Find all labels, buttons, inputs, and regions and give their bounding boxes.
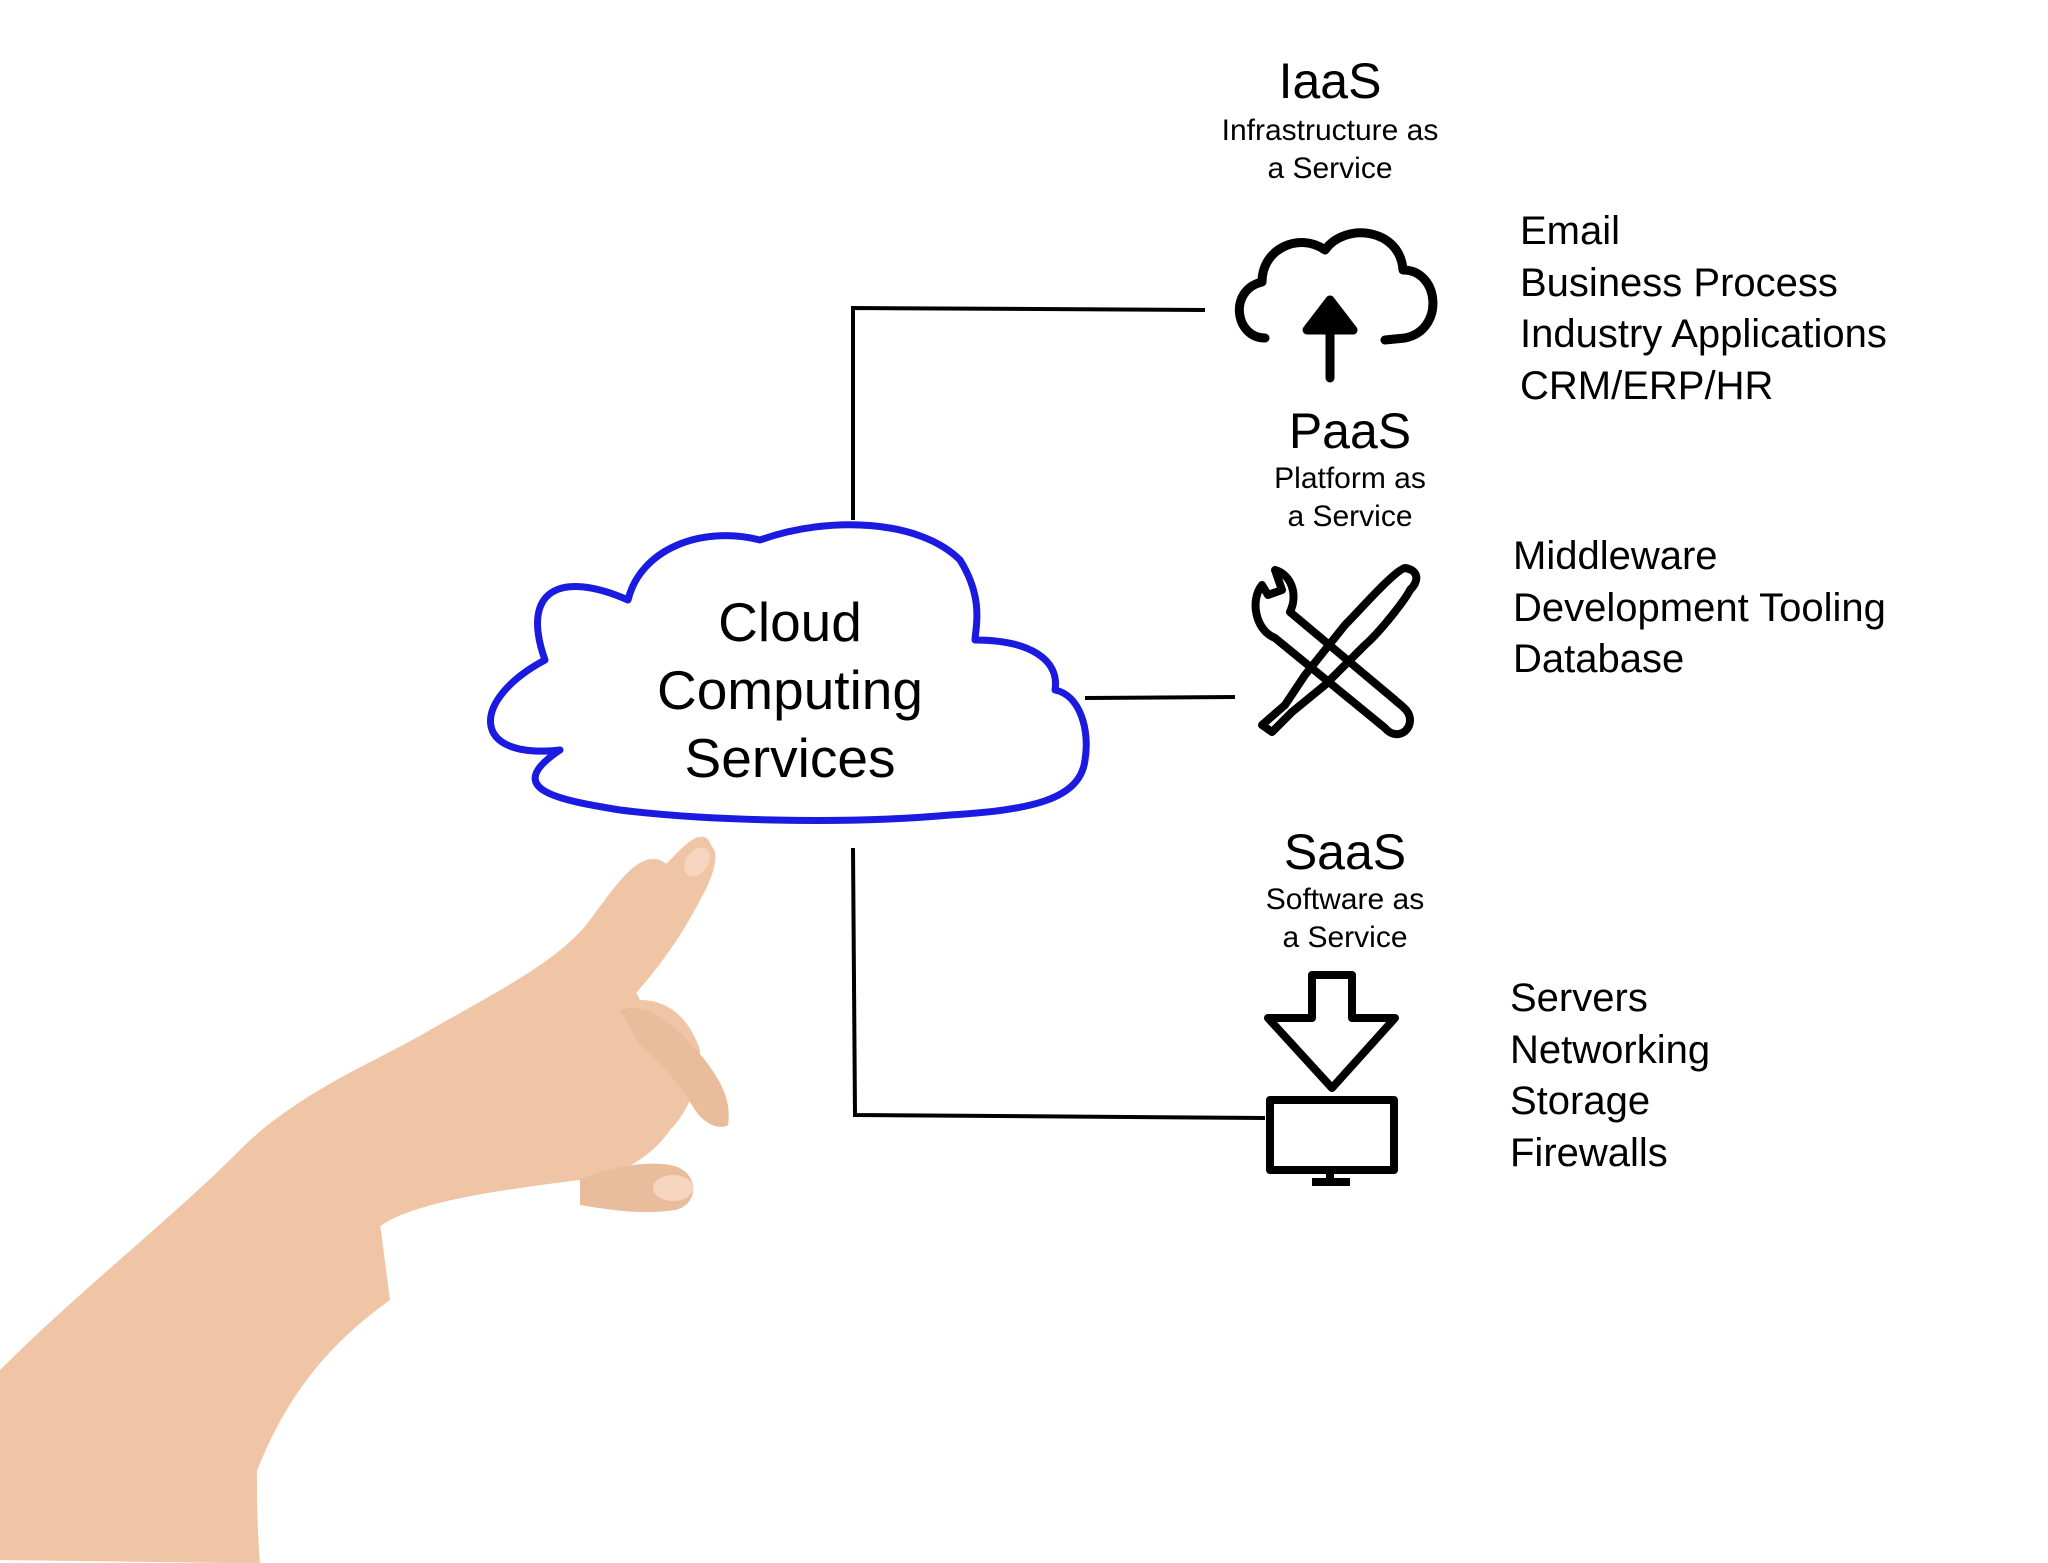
iaas-subtitle-line: Infrastructure as xyxy=(1221,114,1439,147)
paas-item: Database xyxy=(1513,637,1685,681)
paas-item: Development Tooling xyxy=(1513,585,1886,630)
paas-subtitle-line: Platform as xyxy=(1274,462,1426,495)
iaas-item: Industry Applications xyxy=(1520,312,1887,356)
cloud-label-line: Computing xyxy=(657,659,923,721)
index-finger-extension xyxy=(560,836,712,1030)
paas-item: Middleware xyxy=(1513,534,1718,578)
iaas-items: Email Business Process Industry Applicat… xyxy=(1520,206,1887,412)
connector-saas xyxy=(851,847,1266,1120)
pointing-hand-image xyxy=(0,836,729,1563)
paas-subtitle: Platform as a Service xyxy=(1230,460,1470,536)
saas-items: Servers Networking Storage Firewalls xyxy=(1510,973,1710,1179)
wrench-shape xyxy=(1251,566,1414,739)
thumb xyxy=(580,1163,694,1213)
paas-subtitle-line: a Service xyxy=(1287,500,1413,533)
saas-subtitle-line: Software as xyxy=(1265,883,1425,916)
wrench-screwdriver-icon xyxy=(1251,564,1421,739)
hand-palm xyxy=(230,966,700,1563)
iaas-item: CRM/ERP/HR xyxy=(1520,363,1774,408)
middle-finger xyxy=(620,1008,729,1127)
upload-arrow xyxy=(1302,295,1358,383)
saas-title: SaaS xyxy=(1283,824,1407,880)
cloud-upload-icon xyxy=(1234,228,1438,383)
saas-subtitle: Software as a Service xyxy=(1210,881,1480,957)
monitor-screen xyxy=(1266,1096,1398,1174)
iaas-subtitle-line: a Service xyxy=(1267,152,1393,185)
paas-title: PaaS xyxy=(1288,403,1412,459)
saas-item: Servers xyxy=(1510,976,1648,1020)
paas-items: Middleware Development Tooling Database xyxy=(1513,531,1886,686)
iaas-title: IaaS xyxy=(1278,53,1382,109)
thumbnail xyxy=(653,1175,693,1201)
cloud-label-line: Cloud xyxy=(718,591,862,653)
iaas-item: Email xyxy=(1520,209,1621,253)
iaas-subtitle: Infrastructure as a Service xyxy=(1190,112,1470,188)
download-monitor-icon xyxy=(1264,971,1399,1186)
central-cloud-outline xyxy=(487,521,1090,824)
saas-item: Storage xyxy=(1510,1079,1651,1123)
download-arrow xyxy=(1264,971,1399,1092)
saas-item: Networking xyxy=(1510,1027,1711,1072)
saas-item: Firewalls xyxy=(1510,1130,1668,1175)
connector-paas xyxy=(1084,695,1236,700)
index-fingernail xyxy=(684,847,710,877)
monitor-stand xyxy=(1312,1170,1350,1186)
saas-subtitle-line: a Service xyxy=(1282,921,1408,954)
connector-lines xyxy=(851,305,1266,1120)
central-cloud-label: Cloud Computing Services xyxy=(610,588,970,792)
screwdriver-shape xyxy=(1258,564,1421,736)
iaas-item: Business Process xyxy=(1520,260,1838,305)
cloud-label-line: Services xyxy=(684,727,896,789)
cloud-upload-outline xyxy=(1234,228,1438,345)
connector-iaas xyxy=(851,305,1206,520)
